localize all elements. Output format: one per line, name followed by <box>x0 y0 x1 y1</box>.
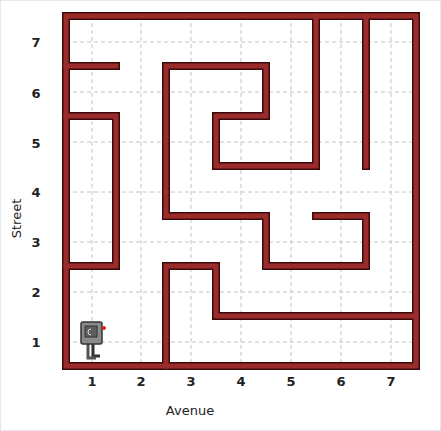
maze-walls <box>66 16 416 366</box>
avenue-number: 4 <box>236 375 245 388</box>
karel-robot <box>81 322 106 358</box>
street-number: 7 <box>31 36 40 49</box>
avenue-number: 2 <box>136 375 145 388</box>
avenue-number: 1 <box>87 375 96 388</box>
axis-title: Avenue <box>166 404 214 417</box>
avenue-number: 3 <box>186 375 195 388</box>
avenue-number: 6 <box>336 375 345 388</box>
avenue-number: 7 <box>386 375 395 388</box>
avenue-number: 5 <box>286 375 295 388</box>
axis-title: Street <box>11 198 24 238</box>
street-number: 6 <box>31 87 40 100</box>
street-number: 2 <box>31 286 40 299</box>
maze-walls-outline <box>66 16 416 366</box>
street-number: 1 <box>31 336 40 349</box>
street-number: 3 <box>31 236 40 249</box>
grid-lines <box>66 16 416 366</box>
street-number: 4 <box>31 186 40 199</box>
street-number: 5 <box>31 137 40 150</box>
